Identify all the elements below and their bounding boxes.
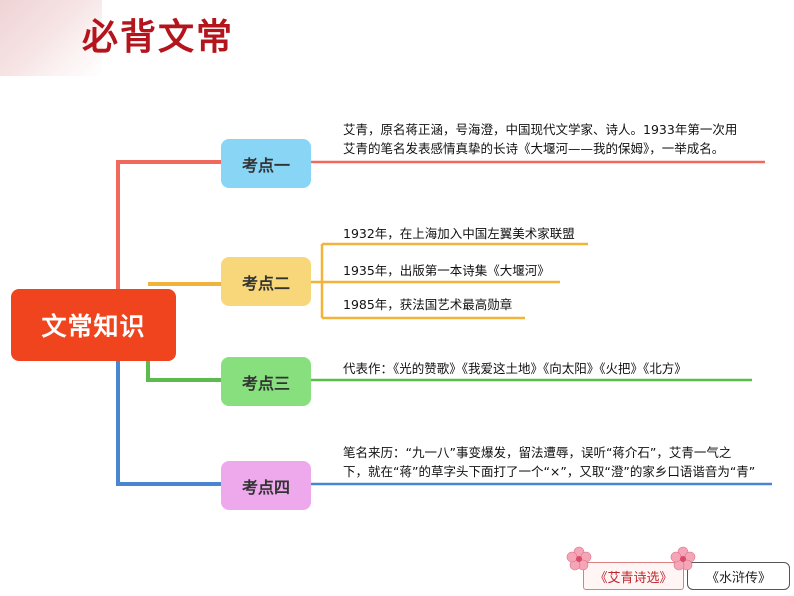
branch-4-text-2: 下，就在“蒋”的草字头下面打了一个“×”，又取“澄”的家乡口语谐音为“青” bbox=[343, 464, 756, 479]
root-node: 文常知识 bbox=[11, 289, 176, 361]
branch-node-2: 考点二 bbox=[221, 257, 311, 306]
branch-3-text-1: 代表作：《光的赞歌》《我爱这土地》《向太阳》《火把》《北方》 bbox=[343, 361, 687, 376]
page-title: 必背文常 bbox=[82, 16, 235, 58]
branch-1-text-2: 艾青的笔名发表感情真挚的长诗《大堰河——我的保姆》，一举成名。 bbox=[343, 141, 725, 156]
water-margin-button[interactable]: 《水浒传》 bbox=[687, 562, 790, 590]
branch-2-text-3: 1985年，获法国艺术最高勋章 bbox=[343, 297, 513, 312]
aiqing-poems-button[interactable]: 《艾青诗选》 bbox=[583, 562, 684, 590]
underline-branch-2 bbox=[311, 242, 588, 320]
connector-branch-1 bbox=[116, 160, 221, 325]
branch-2-text-1: 1932年，在上海加入中国左翼美术家联盟 bbox=[343, 226, 575, 241]
connector-branch-4 bbox=[116, 325, 221, 486]
corner-decoration bbox=[0, 0, 102, 76]
plum-blossom-icon bbox=[566, 546, 592, 571]
branch-4-text-1: 笔名来历：“九一八”事变爆发，留法遭辱，误听“蒋介石”，艾青一气之 bbox=[343, 445, 732, 460]
branch-1-text-1: 艾青，原名蒋正涵，号海澄，中国现代文学家、诗人。1933年第一次用 bbox=[343, 122, 738, 137]
plum-blossom-icon bbox=[670, 546, 696, 571]
connector-branch-3 bbox=[146, 356, 221, 382]
branch-node-3: 考点三 bbox=[221, 357, 311, 406]
branch-node-1: 考点一 bbox=[221, 139, 311, 188]
branch-2-text-2: 1935年，出版第一本诗集《大堰河》 bbox=[343, 263, 550, 278]
branch-node-4: 考点四 bbox=[221, 461, 311, 510]
